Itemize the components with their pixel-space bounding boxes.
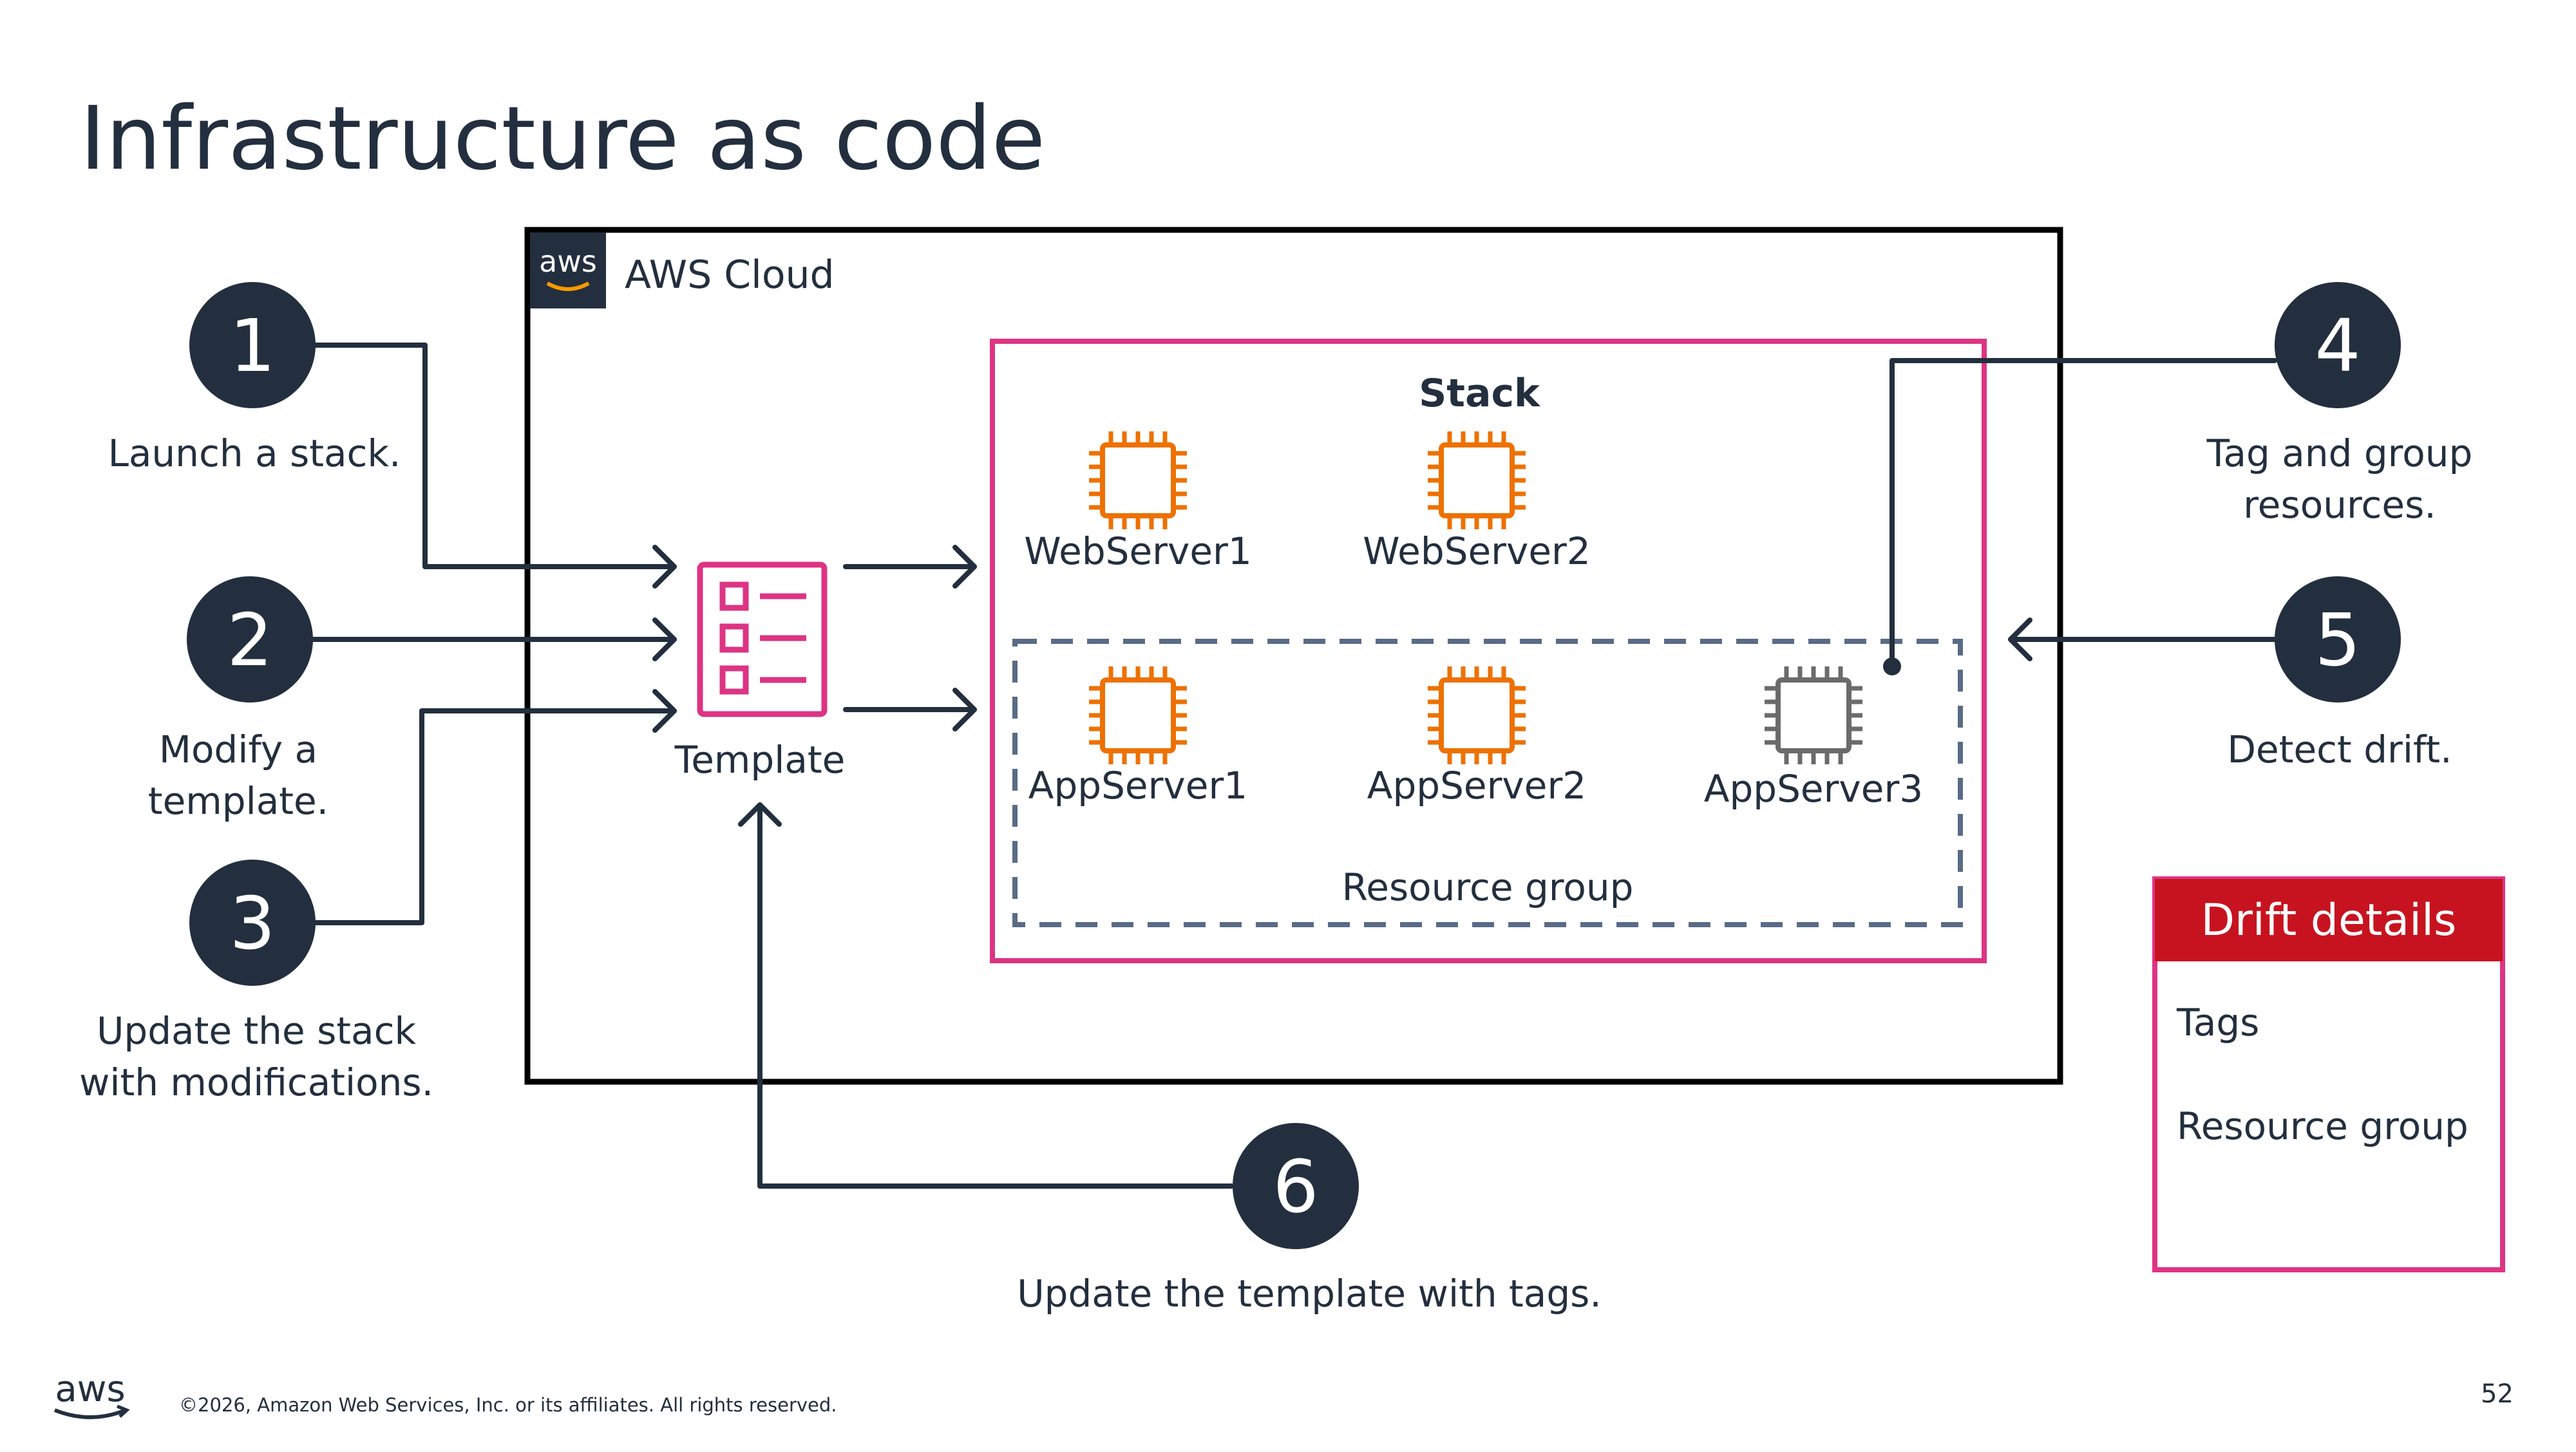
drift-details-panel: Drift details Tags Resource group [2152,876,2505,1272]
step5-badge: 5 [2275,576,2401,702]
aws-logo-icon: aws [530,232,606,308]
step5-caption: Detect drift. [2227,728,2452,771]
step2-badge: 2 [187,576,313,702]
template-to-appservers-arrow [843,688,977,731]
stack-label: Stack [1419,371,1541,416]
appserver1-instance-icon [1089,666,1187,764]
step6-caption: Update the template with tags. [1017,1272,1602,1315]
step6-number: 6 [1273,1146,1318,1229]
step1-caption: Launch a stack. [108,431,401,475]
template-label: Template [674,738,846,782]
aws-cloud-group [524,227,2063,1085]
webserver2-label: WebServer2 [1363,529,1591,573]
step3-caption-line2: with modifications. [79,1061,433,1104]
page-number: 52 [2481,1379,2514,1409]
resource-group-label: Resource group [1342,865,1634,909]
template-checklist-icon [697,561,828,717]
step4-connector [1883,358,2277,675]
step6-connector [738,802,1234,1189]
aws-cloud-label: AWS Cloud [625,252,835,297]
drift-item-tags: Tags [2176,1001,2259,1044]
appserver3-instance-icon [1765,666,1862,764]
webserver2-instance-icon [1428,431,1526,529]
step1-badge: 1 [189,282,316,408]
step4-number: 4 [2315,305,2360,388]
step2-caption-line2: template. [148,779,328,823]
appserver2-instance-icon [1428,666,1526,764]
step2-caption-line1: Modify a [159,728,317,771]
stack-group [990,339,1987,963]
step4-caption-line1: Tag and group [2206,431,2473,475]
step2-number: 2 [227,599,272,683]
step3-connector [313,689,677,925]
appserver2-label: AppServer2 [1367,764,1586,807]
step1-connector [313,343,677,589]
step6-badge: 6 [1233,1123,1359,1249]
footer-logo-text: aws [55,1368,125,1410]
step2-connector [310,618,677,661]
step3-caption-line1: Update the stack [97,1009,416,1053]
step3-number: 3 [229,882,275,966]
drift-item-resource-group: Resource group [2177,1104,2468,1148]
appserver3-label: AppServer3 [1704,767,1923,811]
drift-details-title: Drift details [2201,895,2457,946]
aws-logo-text: aws [539,244,597,279]
template-to-webservers-arrow [843,545,977,589]
step4-badge: 4 [2275,282,2401,408]
webserver1-label: WebServer1 [1024,529,1252,573]
step5-connector [2008,618,2277,661]
footer-aws-logo-icon: aws [53,1368,130,1419]
page-title: Infrastructure as code [80,88,1045,190]
appserver1-label: AppServer1 [1028,764,1247,807]
step5-number: 5 [2315,599,2360,683]
step4-caption-line2: resources. [2243,483,2436,527]
step3-badge: 3 [189,860,316,986]
copyright-text: ©2026, Amazon Web Services, Inc. or its … [179,1394,837,1416]
resource-group-box [1012,639,1963,927]
webserver1-instance-icon [1089,431,1187,529]
step1-number: 1 [229,305,275,388]
